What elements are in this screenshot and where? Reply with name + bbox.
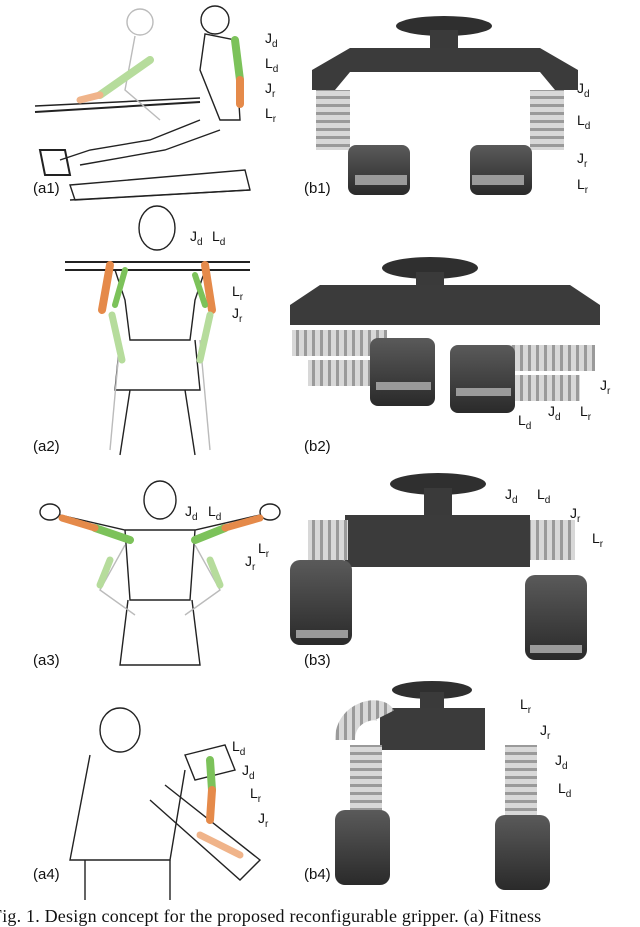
panel-label-b3: (b3) (304, 652, 331, 669)
panel-label-b2: (b2) (304, 438, 331, 455)
panel-label-a3: (a3) (33, 652, 60, 669)
label-lr-a4: Lr (250, 785, 262, 805)
figure-caption: Fig. 1. Design concept for the proposed … (0, 906, 542, 926)
label-jd-b4: Jd (555, 752, 568, 772)
label-ld-a1: Ld (265, 55, 279, 75)
render-b2-gripper (290, 257, 600, 413)
label-lr-b2: Lr (580, 403, 592, 423)
label-jd-b1: Jd (577, 80, 590, 100)
label-jd-b2: Jd (548, 403, 561, 423)
render-b3-gripper (290, 473, 587, 660)
label-ld-a2: Ld (212, 228, 226, 248)
label-jr-a3: Jr (245, 553, 256, 573)
label-ld-b1: Ld (577, 112, 591, 132)
label-jr-a2: Jr (232, 305, 243, 325)
label-ld-a3: Ld (208, 503, 222, 523)
arm-highlights-a1 (76, 36, 244, 108)
label-jr-a4: Jr (258, 810, 269, 830)
label-lr-b4: Lr (520, 696, 532, 716)
label-ld-b2: Ld (518, 412, 532, 432)
label-jd-b3: Jd (505, 486, 518, 506)
label-lr-b1: Lr (577, 176, 589, 196)
label-jd-a4: Jd (242, 762, 255, 782)
label-ld-a4: Ld (232, 738, 246, 758)
label-jd-a2: Jd (190, 228, 203, 248)
label-jr-a1: Jr (265, 80, 276, 100)
label-jr-b2: Jr (600, 377, 611, 397)
illustration-a3-lateral-raise (39, 480, 281, 666)
arm-highlights-a4 (196, 756, 244, 859)
label-lr-a2: Lr (232, 283, 244, 303)
label-jr-b1: Jr (577, 150, 588, 170)
label-ld-b4: Ld (558, 780, 572, 800)
illustration-a4-curl (69, 707, 262, 900)
panel-label-b4: (b4) (304, 866, 331, 883)
label-jr-b3: Jr (570, 505, 581, 525)
render-b1-gripper (312, 16, 578, 195)
panel-label-a2: (a2) (33, 438, 60, 455)
illustration-a1-rowing (34, 5, 251, 201)
arm-highlights-a3 (58, 514, 264, 589)
figure-canvas (34, 5, 600, 900)
panel-label-a4: (a4) (33, 866, 60, 883)
label-jd-a3: Jd (185, 503, 198, 523)
render-b4-gripper (335, 681, 550, 890)
arm-highlights-a2 (98, 261, 216, 364)
label-lr-b3: Lr (592, 530, 604, 550)
label-ld-b3: Ld (537, 486, 551, 506)
label-lr-a3: Lr (258, 540, 270, 560)
label-lr-a1: Lr (265, 105, 277, 125)
label-jr-b4: Jr (540, 722, 551, 742)
panel-label-a1: (a1) (33, 180, 60, 197)
label-jd-a1: Jd (265, 30, 278, 50)
panel-label-b1: (b1) (304, 180, 331, 197)
